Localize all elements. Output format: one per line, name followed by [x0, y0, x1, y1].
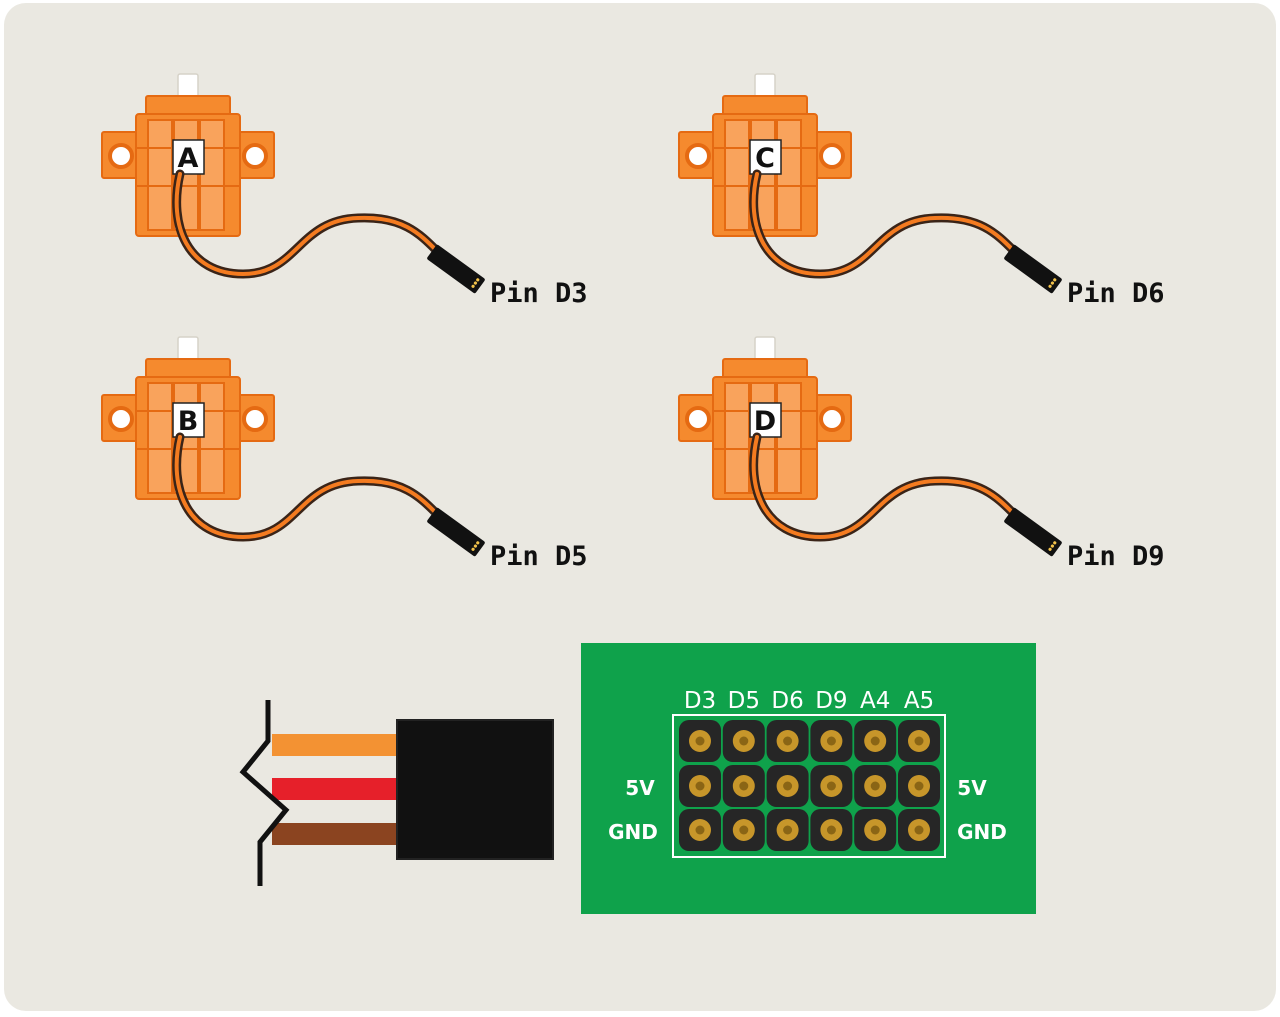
header-pin — [854, 765, 897, 807]
servo-c: C Pin D6 — [679, 74, 1165, 309]
pin-label: Pin D6 — [1067, 278, 1165, 309]
header-pin — [854, 809, 897, 851]
header-pin — [854, 720, 897, 762]
header-board: D3 D5 D6 D9 A4 A5 5V GND 5V GND — [581, 643, 1036, 914]
header-pin — [810, 720, 853, 762]
servo-a: A Pin D3 — [102, 74, 588, 309]
header-pin — [766, 809, 809, 851]
header-pin — [679, 720, 721, 762]
wire-cut-line — [239, 700, 290, 886]
servo-letter: D — [754, 406, 776, 437]
column-labels: D3 D5 D6 D9 A4 A5 — [684, 688, 934, 714]
servo-letter: B — [178, 406, 199, 437]
pin-label: Pin D9 — [1067, 541, 1165, 572]
wire-brown — [272, 823, 402, 845]
header-pin — [679, 809, 721, 851]
header-column-label: D6 — [771, 688, 803, 714]
cable-connector — [396, 719, 554, 860]
header-pin — [722, 809, 765, 851]
wire-orange — [272, 734, 402, 756]
header-pin — [766, 765, 809, 807]
servo-letter: A — [178, 143, 199, 174]
header-pin — [898, 809, 940, 851]
pin-label: Pin D5 — [490, 541, 588, 572]
wire-red — [272, 778, 402, 800]
header-pin — [722, 720, 765, 762]
header-pins — [679, 720, 940, 851]
header-column-label: A4 — [860, 688, 890, 714]
header-outline — [672, 714, 946, 858]
rail-label-5v-left: 5V — [625, 776, 655, 800]
header-column-label: D5 — [728, 688, 760, 714]
header-pin — [722, 765, 765, 807]
servo-d: D Pin D9 — [679, 337, 1165, 572]
header-pin — [810, 765, 853, 807]
header-pin — [766, 720, 809, 762]
servo-letter: C — [755, 143, 775, 174]
wire-cut-mask — [230, 700, 288, 890]
rail-label-5v-right: 5V — [957, 776, 987, 800]
servo-b: B Pin D5 — [102, 337, 588, 572]
header-column-label: A5 — [904, 688, 934, 714]
servo-cable-closeup — [230, 700, 554, 890]
header-column-label: D3 — [684, 688, 716, 714]
header-pin — [898, 720, 940, 762]
header-pin — [679, 765, 721, 807]
header-pin — [810, 809, 853, 851]
header-column-label: D9 — [815, 688, 847, 714]
pin-label: Pin D3 — [490, 278, 588, 309]
rail-label-gnd-right: GND — [957, 820, 1007, 844]
header-pin — [898, 765, 940, 807]
rail-label-gnd-left: GND — [608, 820, 658, 844]
